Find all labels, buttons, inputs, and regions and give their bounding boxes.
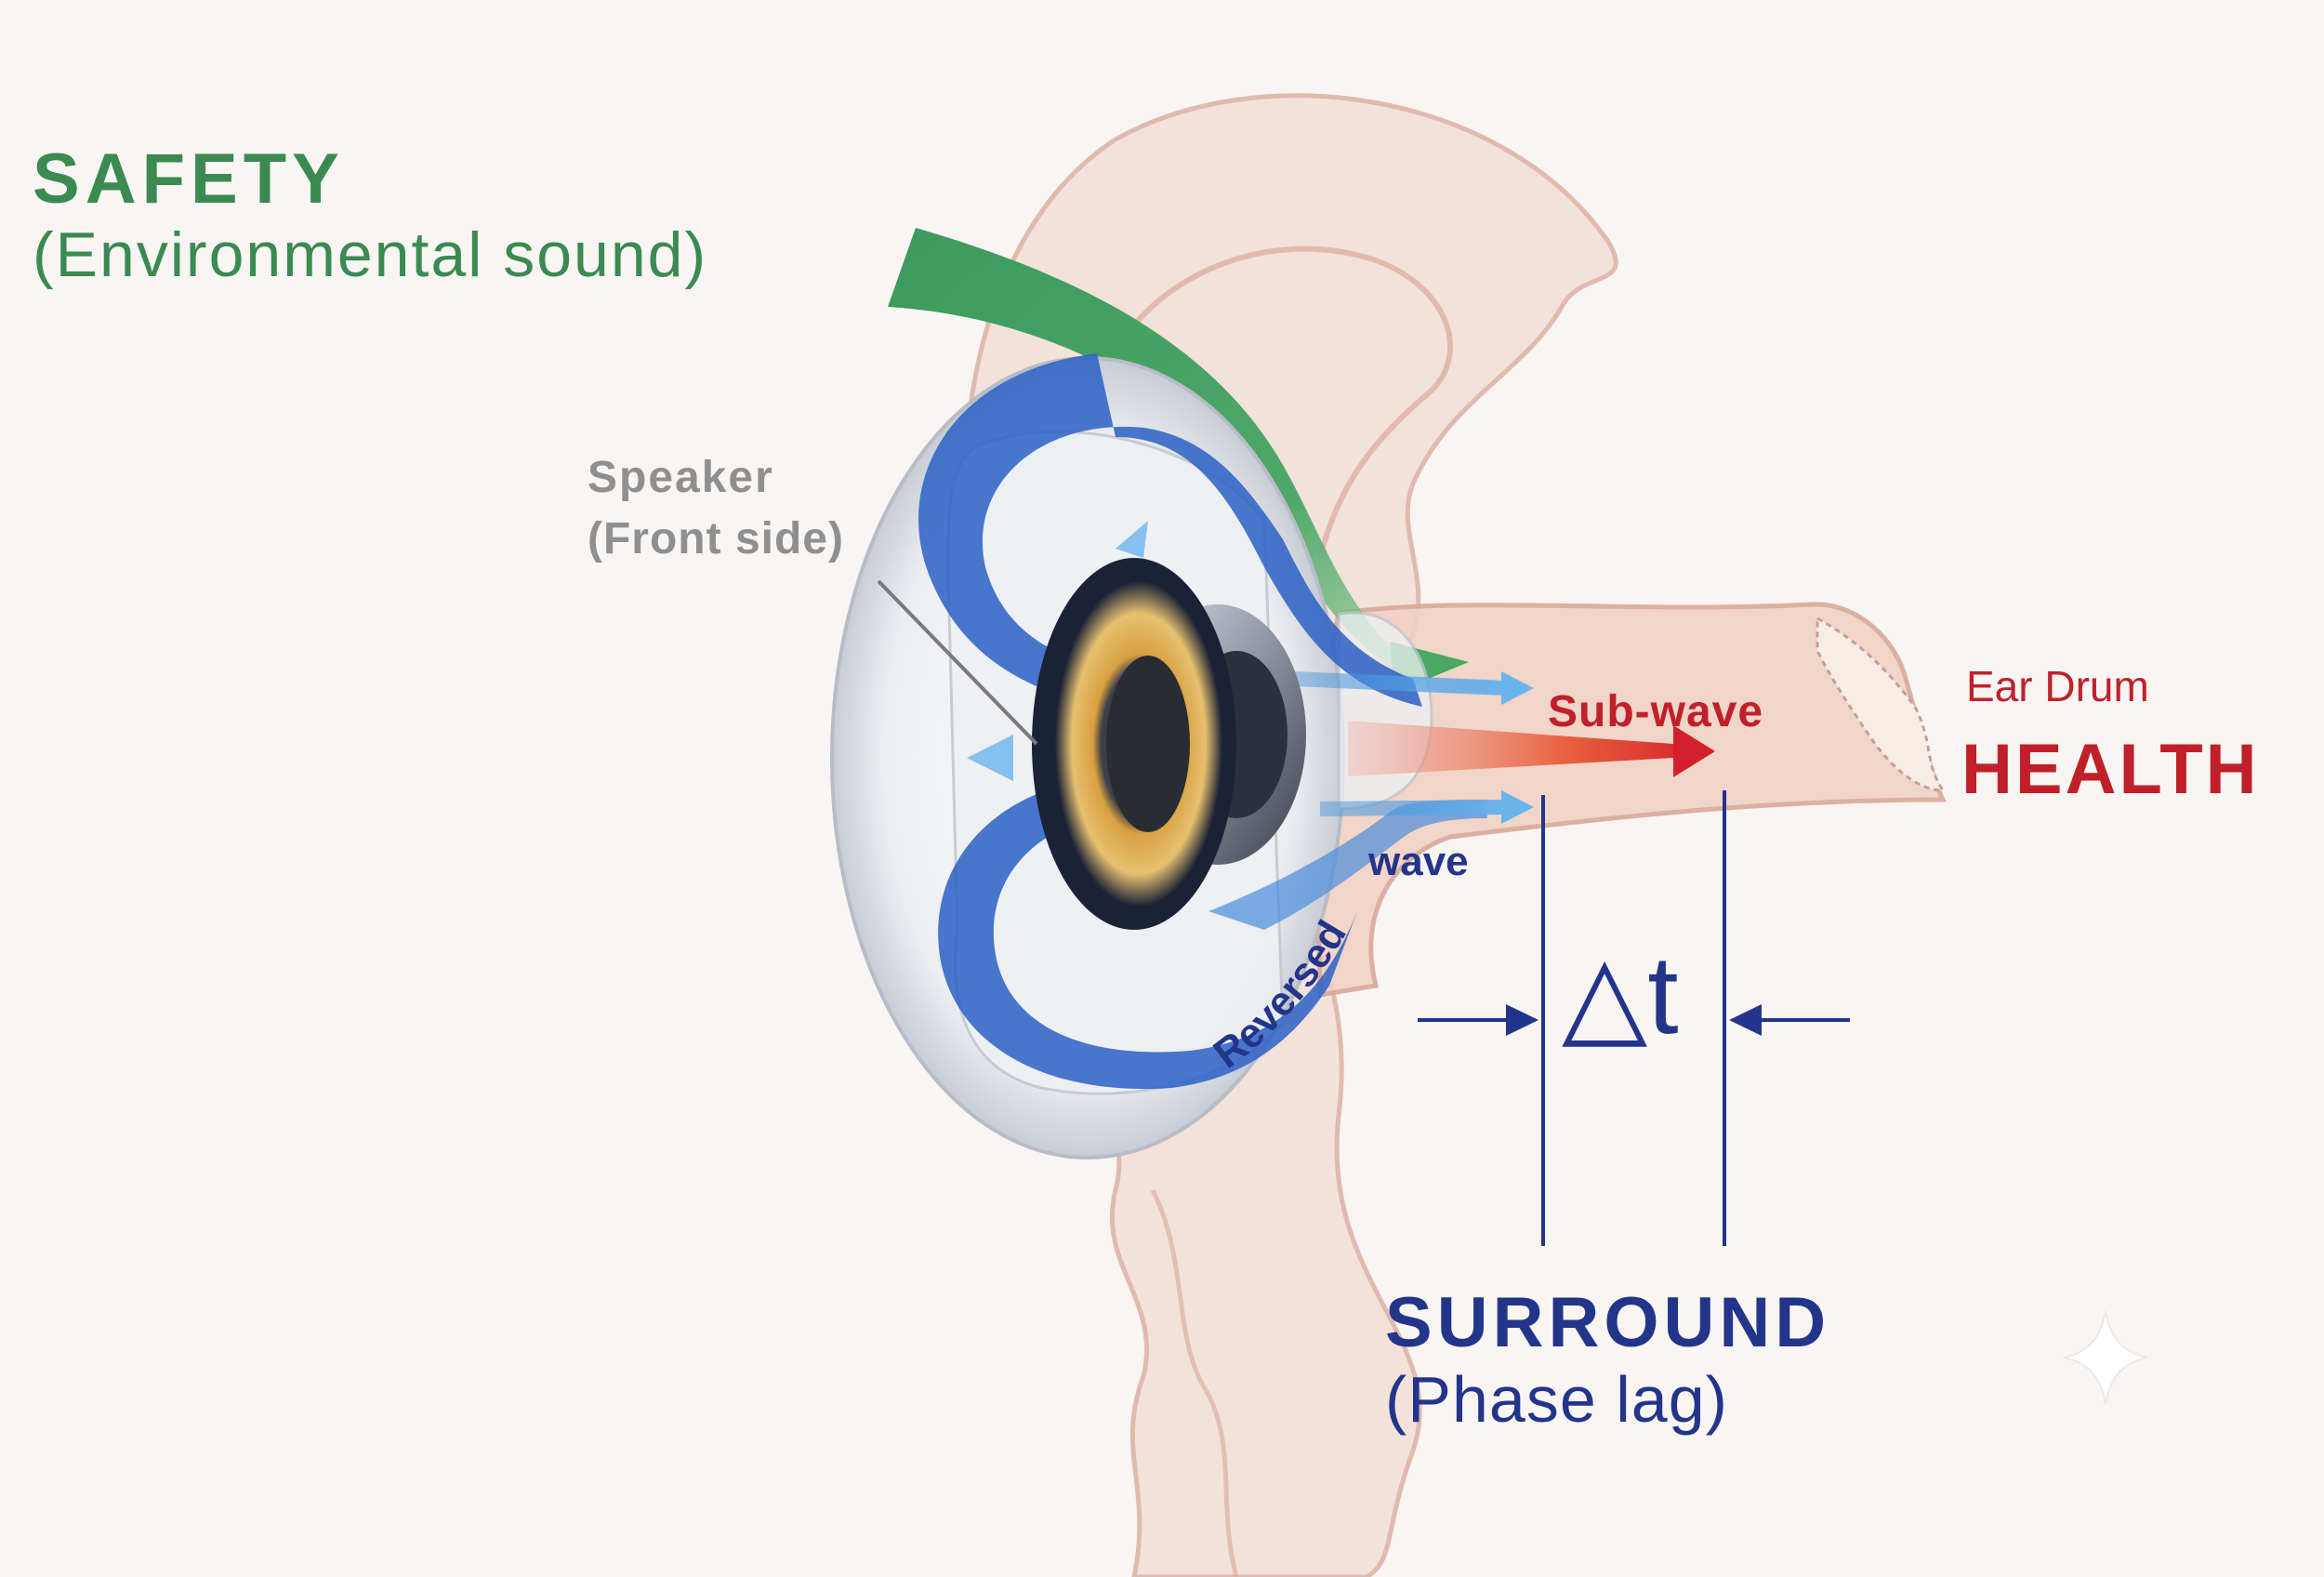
sub-wave-flow — [1348, 721, 1710, 776]
delta-t-label: △t — [1562, 933, 1679, 1057]
wave-label: wave — [1368, 839, 1469, 884]
dim-arrowhead-left — [1506, 1004, 1538, 1036]
safety-subtitle: (Environmental sound) — [33, 219, 708, 290]
ear-antihelix — [1094, 245, 1453, 559]
reversed-wave-flow-outer — [1208, 800, 1487, 930]
speaker-title: Speaker — [588, 453, 774, 502]
sub-wave-label: Sub-wave — [1548, 687, 1764, 736]
inner-arrow-up — [1116, 521, 1148, 558]
wave-arrow-upper-head — [1501, 671, 1534, 705]
dim-arrowhead-right — [1729, 1004, 1762, 1036]
safety-title: SAFETY — [33, 139, 345, 219]
ear-lobe-contour — [1150, 1188, 1239, 1577]
ear-drum-label: Ear Drum — [1966, 662, 2149, 710]
inner-arrow-left — [967, 735, 1013, 781]
wave-arrow-lower — [1319, 800, 1507, 816]
phase-lag-dimension — [1418, 790, 1850, 1246]
wave-arrow-lower-head — [1501, 790, 1534, 824]
sparkle-icon — [2063, 1310, 2148, 1405]
surround-title: SURROUND — [1385, 1283, 1831, 1362]
health-label: HEALTH — [1961, 730, 2260, 809]
speaker-subtitle: (Front side) — [588, 514, 844, 563]
speaker-dust-cap — [1106, 656, 1190, 832]
sub-wave-arrow-head — [1673, 725, 1715, 777]
ear-canal — [1313, 602, 1948, 998]
surround-subtitle: (Phase lag) — [1385, 1363, 1728, 1436]
reversed-wave-flow-upper — [918, 353, 1422, 707]
speaker-leader-line — [877, 579, 1038, 746]
speaker-driver-icon — [1032, 558, 1306, 930]
wave-arrow-upper — [1291, 671, 1507, 696]
ear-drum — [1816, 616, 1946, 792]
